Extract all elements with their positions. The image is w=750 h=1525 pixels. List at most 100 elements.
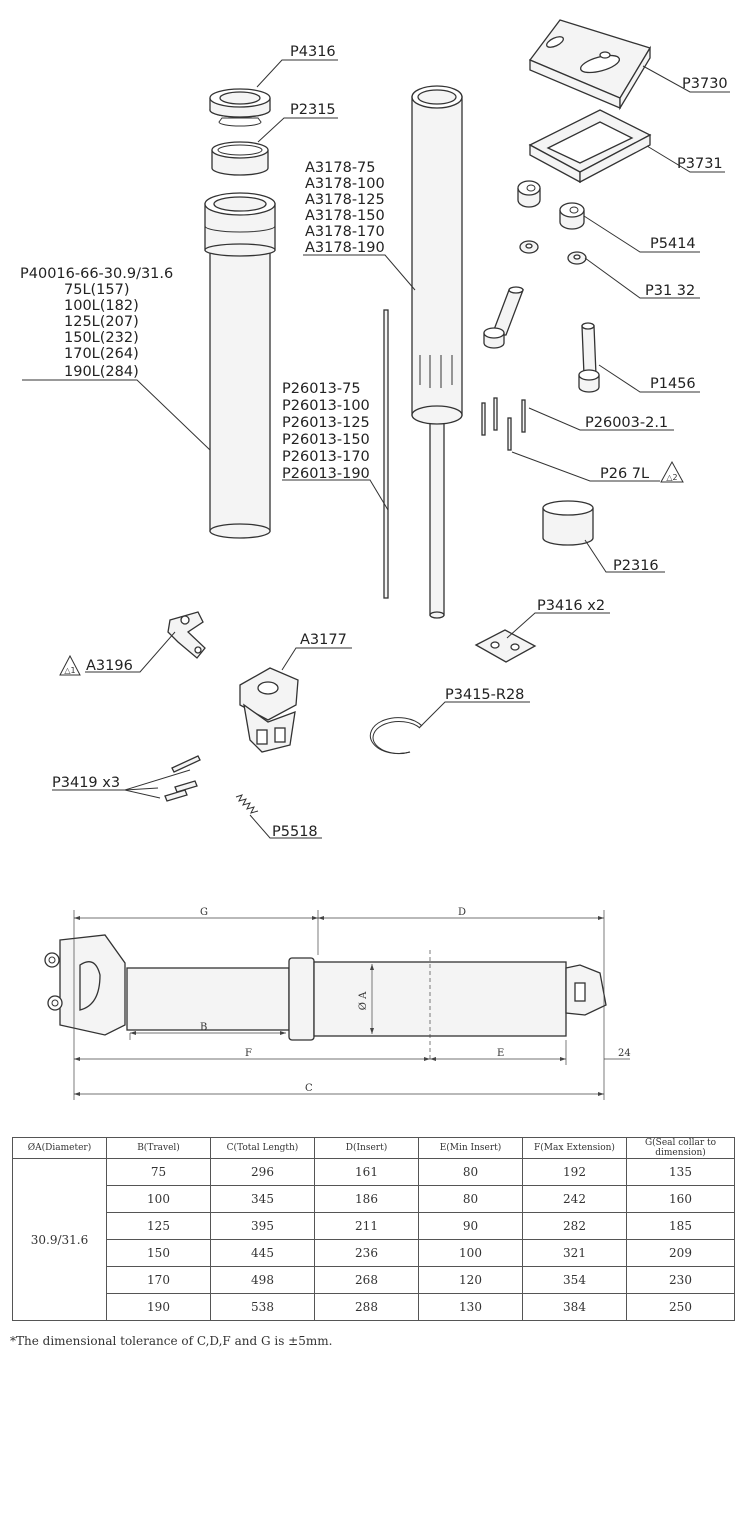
- label-p40016-variant: 150L(232): [64, 330, 139, 346]
- table-cell: 100: [418, 1239, 523, 1267]
- header-max-extension: F(Max Extension): [522, 1137, 627, 1159]
- table-cell: 190: [106, 1293, 211, 1321]
- label-p267l: P26 7L: [600, 466, 649, 482]
- table-row: 190 538 288 130 384 250: [13, 1293, 735, 1321]
- sleeve-p2316: [542, 500, 594, 546]
- tolerance-note: *The dimensional tolerance of C,D,F and …: [10, 1334, 333, 1348]
- label-p5414: P5414: [650, 236, 696, 252]
- label-p26013-variant: P26013-75: [282, 381, 361, 397]
- label-a3178-group: A3178-75 A3178-100 A3178-125 A3178-150 A…: [305, 160, 385, 256]
- dim-label-d: D: [458, 907, 466, 918]
- table-cell: 445: [210, 1239, 315, 1267]
- clamp-bolt-left: [483, 286, 524, 349]
- label-p26003: P26003-2.1: [585, 415, 668, 431]
- table-cell: 125: [106, 1212, 211, 1240]
- pins-p26003: [481, 397, 526, 451]
- header-insert: D(Insert): [314, 1137, 419, 1159]
- clamp-top-p3730: [528, 19, 651, 111]
- label-p40016-variant: 125L(207): [64, 314, 139, 330]
- saddle-clamp-head: [44, 934, 126, 1036]
- svg-text:△1: △1: [64, 666, 75, 675]
- inner-tube-a3178: [411, 85, 463, 619]
- label-a3178-variant: A3178-125: [305, 192, 385, 208]
- label-p3730: P3730: [682, 76, 728, 92]
- label-p40016-variant: 100L(182): [64, 298, 139, 314]
- header-seal-collar: G(Seal collar to dimension): [626, 1137, 735, 1159]
- table-cell: 80: [418, 1185, 523, 1213]
- label-p26013-group: P26013-75 P26013-100 P26013-125 P26013-1…: [282, 381, 370, 482]
- label-p4316: P4316: [290, 44, 336, 60]
- table-cell: 354: [522, 1266, 627, 1294]
- table-cell: 185: [626, 1212, 735, 1240]
- table-cell: 211: [314, 1212, 419, 1240]
- table-cell: 250: [626, 1293, 735, 1321]
- table-row: 170 498 268 120 354 230: [13, 1266, 735, 1294]
- actuator-a3177: [239, 667, 299, 753]
- dimension-lines: [73, 910, 630, 1100]
- label-a3178-variant: A3178-170: [305, 224, 385, 240]
- lever-a3196: [167, 611, 206, 659]
- table-cell: 236: [314, 1239, 419, 1267]
- spring-p5518: [235, 794, 259, 814]
- svg-text:△2: △2: [666, 473, 677, 482]
- table-cell: 80: [418, 1158, 523, 1186]
- table-cell: 135: [626, 1158, 735, 1186]
- header-total-length: C(Total Length): [210, 1137, 315, 1159]
- table-cell: 498: [210, 1266, 315, 1294]
- clamp-bolt-p1456: [578, 322, 600, 393]
- table-cell: 75: [106, 1158, 211, 1186]
- spec-table: ØA(Diameter) B(Travel) C(Total Length) D…: [12, 1137, 735, 1321]
- header-min-insert: E(Min Insert): [418, 1137, 523, 1159]
- table-cell: 120: [418, 1266, 523, 1294]
- exploded-parts-diagram: P4316 P2315 P3730 P3731 P5414 P31 32 P14…: [20, 19, 730, 840]
- label-p3415: P3415-R28: [445, 687, 524, 703]
- label-p40016-variant: 190L(284): [64, 364, 139, 380]
- label-a3178-variant: A3178-100: [305, 176, 385, 192]
- header-travel: B(Travel): [106, 1137, 211, 1159]
- table-row: 100 345 186 80 242 160: [13, 1185, 735, 1213]
- table-header-row: ØA(Diameter) B(Travel) C(Total Length) D…: [12, 1137, 735, 1159]
- table-cell: 230: [626, 1266, 735, 1294]
- table-cell: 150: [106, 1239, 211, 1267]
- table-cell: 90: [418, 1212, 523, 1240]
- barrel-nuts-p5414: [517, 180, 585, 230]
- dim-label-c: C: [305, 1083, 313, 1094]
- label-p26013-variant: P26013-125: [282, 415, 370, 431]
- clamp-bottom-p3731: [528, 109, 652, 184]
- dim-label-e: E: [497, 1048, 504, 1059]
- label-p3419: P3419 x3: [52, 775, 120, 791]
- table-cell: 160: [626, 1185, 735, 1213]
- table-cell: 100: [106, 1185, 211, 1213]
- table-cell: 268: [314, 1266, 419, 1294]
- table-cell: 282: [522, 1212, 627, 1240]
- dim-label-b: B: [200, 1022, 207, 1033]
- post-body: [126, 957, 607, 1041]
- table-cell: 130: [418, 1293, 523, 1321]
- label-a3196: A3196: [86, 658, 133, 674]
- warning-triangle-2-icon: △2: [660, 460, 684, 483]
- label-a3178-variant: A3178-75: [305, 160, 376, 176]
- header-diameter: ØA(Diameter): [12, 1137, 107, 1159]
- table-cell: 321: [522, 1239, 627, 1267]
- dim-label-24: 24: [618, 1048, 631, 1059]
- table-cell: 161: [314, 1158, 419, 1186]
- table-row: 150 445 236 100 321 209: [13, 1239, 735, 1267]
- table-cell: 345: [210, 1185, 315, 1213]
- table-cell: 384: [522, 1293, 627, 1321]
- label-p1456: P1456: [650, 376, 696, 392]
- leader-lines: [22, 59, 730, 839]
- seal-head-p4316: [209, 88, 271, 127]
- table-cell: 192: [522, 1158, 627, 1186]
- label-p3132: P31 32: [645, 283, 695, 299]
- rod-p26013: [383, 309, 389, 599]
- table-cell: 538: [210, 1293, 315, 1321]
- table-cell: 288: [314, 1293, 419, 1321]
- pins-p3419: [164, 755, 201, 802]
- label-p40016-variant: P40016-66-30.9/31.6: [20, 266, 173, 282]
- label-p26013-variant: P26013-170: [282, 449, 370, 465]
- table-cell: 186: [314, 1185, 419, 1213]
- table-row: 125 395 211 90 282 185: [13, 1212, 735, 1240]
- label-p5518: P5518: [272, 824, 318, 840]
- dim-label-diameter: Ø A: [358, 991, 369, 1010]
- label-p26013-variant: P26013-100: [282, 398, 370, 414]
